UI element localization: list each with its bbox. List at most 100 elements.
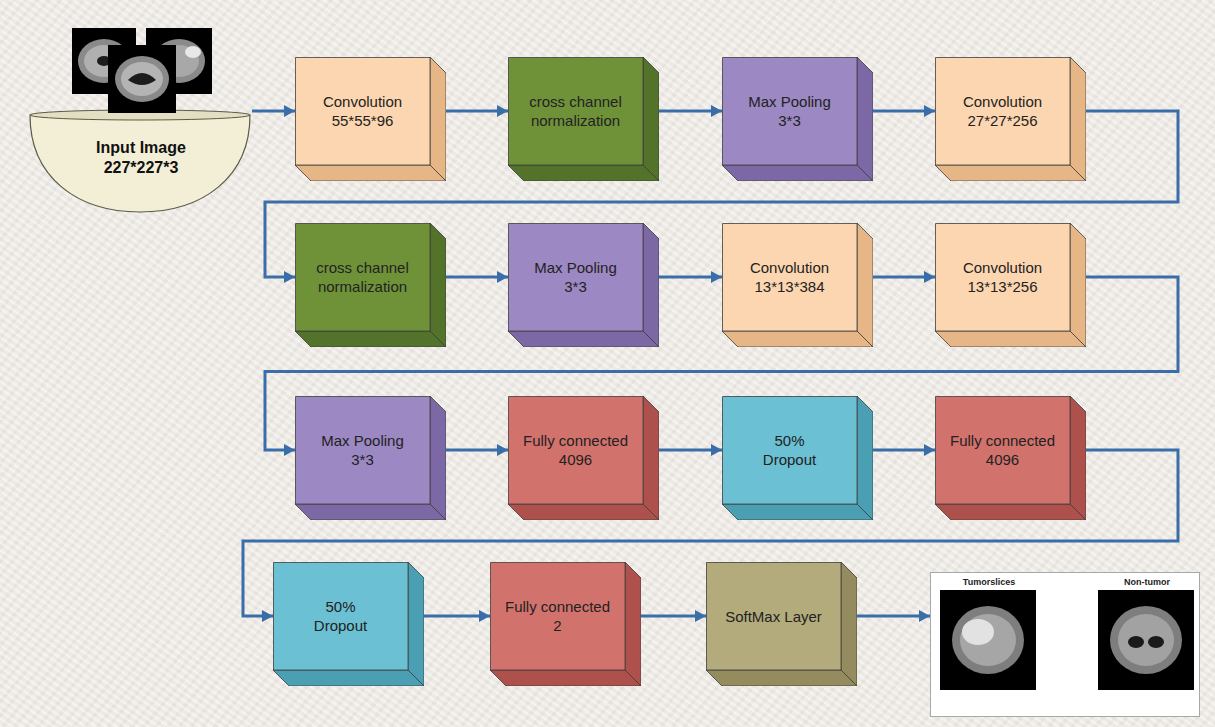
box-face <box>509 58 644 166</box>
flow-arrow <box>424 615 490 618</box>
normalization-layer: cross channel normalization <box>295 223 446 347</box>
box-face-area: cross channel normalization <box>295 223 430 331</box>
pooling-layer: Max Pooling 3*3 <box>722 57 873 181</box>
box-face-area: Max Pooling 3*3 <box>508 223 643 331</box>
layer-label: cross channel normalization <box>303 258 423 296</box>
box-side <box>857 396 873 520</box>
box-side <box>643 57 659 181</box>
layer-label: Convolution 27*27*256 <box>943 92 1063 130</box>
box-side <box>408 562 424 686</box>
mri-slice <box>108 45 176 113</box>
dropout-layer: 50% Dropout <box>722 396 873 520</box>
mri-slice <box>940 590 1036 690</box>
box-face <box>936 58 1071 166</box>
flow-arrow <box>873 449 935 452</box>
box-bottom <box>935 504 1086 520</box>
box-side <box>430 223 446 347</box>
fully-connected-layer: Fully connected 4096 <box>935 396 1086 520</box>
box-face-area: Max Pooling 3*3 <box>722 57 857 165</box>
box-bottom <box>935 165 1086 181</box>
pooling-layer: Max Pooling 3*3 <box>295 396 446 520</box>
fully-connected-layer: Fully connected 4096 <box>508 396 659 520</box>
ventricle <box>1128 636 1144 648</box>
box-face-area: 50% Dropout <box>722 396 857 504</box>
box-bottom <box>508 331 659 347</box>
flow-arrow <box>873 276 935 279</box>
box-face-area: Max Pooling 3*3 <box>295 396 430 504</box>
box-bottom <box>295 331 446 347</box>
mri-slice <box>1098 590 1194 690</box>
box-bottom <box>508 504 659 520</box>
box-face-area: Convolution 13*13*384 <box>722 223 857 331</box>
normalization-layer: cross channel normalization <box>508 57 659 181</box>
box-face <box>723 397 858 505</box>
convolution-layer: Convolution 13*13*384 <box>722 223 873 347</box>
box-face-area: Fully connected 4096 <box>935 396 1070 504</box>
box-face <box>274 563 409 671</box>
flow-arrow <box>659 276 722 279</box>
softmax-layer: SoftMax Layer <box>706 562 857 686</box>
box-face-area: Convolution 13*13*256 <box>935 223 1070 331</box>
box-face-area: cross channel normalization <box>508 57 643 165</box>
brain <box>121 62 163 96</box>
box-side <box>625 562 641 686</box>
box-side <box>1070 57 1086 181</box>
box-side <box>857 223 873 347</box>
flow-arrow <box>857 615 930 618</box>
box-side <box>430 396 446 520</box>
tumor <box>185 46 201 58</box>
mri-frame <box>940 590 1036 690</box>
box-face <box>936 397 1071 505</box>
box-face <box>723 58 858 166</box>
layer-label: Convolution 13*13*384 <box>730 258 850 296</box>
node-label: Input Image 227*227*3 <box>82 138 200 178</box>
box-face-area: Fully connected 2 <box>490 562 625 670</box>
box-bottom <box>722 165 873 181</box>
box-side <box>1070 396 1086 520</box>
box-bottom <box>722 504 873 520</box>
brain <box>1110 606 1182 674</box>
layer-label: Max Pooling 3*3 <box>315 431 410 469</box>
box-bottom <box>935 331 1086 347</box>
class-label: Non-tumor <box>1097 577 1197 588</box>
flow-arrow <box>252 110 295 113</box>
class-label: Tumorslices <box>939 577 1039 588</box>
box-side <box>1070 223 1086 347</box>
output-panel <box>930 572 1200 717</box>
layer-label: SoftMax Layer <box>711 607 836 626</box>
box-face <box>707 563 842 671</box>
flow-arrow <box>659 110 722 113</box>
box-face <box>723 224 858 332</box>
convolution-layer: Convolution 27*27*256 <box>935 57 1086 181</box>
box-bottom <box>273 670 424 686</box>
box-side <box>841 562 857 686</box>
box-side <box>857 57 873 181</box>
mri-frame <box>108 45 176 113</box>
layer-label: Convolution 55*55*96 <box>303 92 423 130</box>
box-side <box>643 223 659 347</box>
layer-label: Fully connected 2 <box>502 597 614 635</box>
box-face-area: Convolution 55*55*96 <box>295 57 430 165</box>
brain <box>1118 614 1174 666</box>
box-bottom <box>295 504 446 520</box>
box-side <box>643 396 659 520</box>
convolution-layer: Convolution 13*13*256 <box>935 223 1086 347</box>
box-bottom <box>295 165 446 181</box>
layer-label: Max Pooling 3*3 <box>742 92 837 130</box>
input-node: Input Image 227*227*3 <box>30 108 252 212</box>
flow-arrow <box>659 449 722 452</box>
box-face-area: SoftMax Layer <box>706 562 841 670</box>
box-face <box>296 224 431 332</box>
box-face <box>296 58 431 166</box>
box-bottom <box>508 165 659 181</box>
box-bottom <box>722 331 873 347</box>
ventricle <box>128 73 156 85</box>
flow-arrow <box>873 110 935 113</box>
layer-label: cross channel normalization <box>516 92 636 130</box>
mri-frame <box>1098 590 1194 690</box>
flow-arrow <box>641 615 706 618</box>
box-bottom <box>706 670 857 686</box>
output-panel: Tumorslices Non-tumor <box>930 572 1200 717</box>
brain <box>115 56 169 102</box>
pooling-layer: Max Pooling 3*3 <box>508 223 659 347</box>
